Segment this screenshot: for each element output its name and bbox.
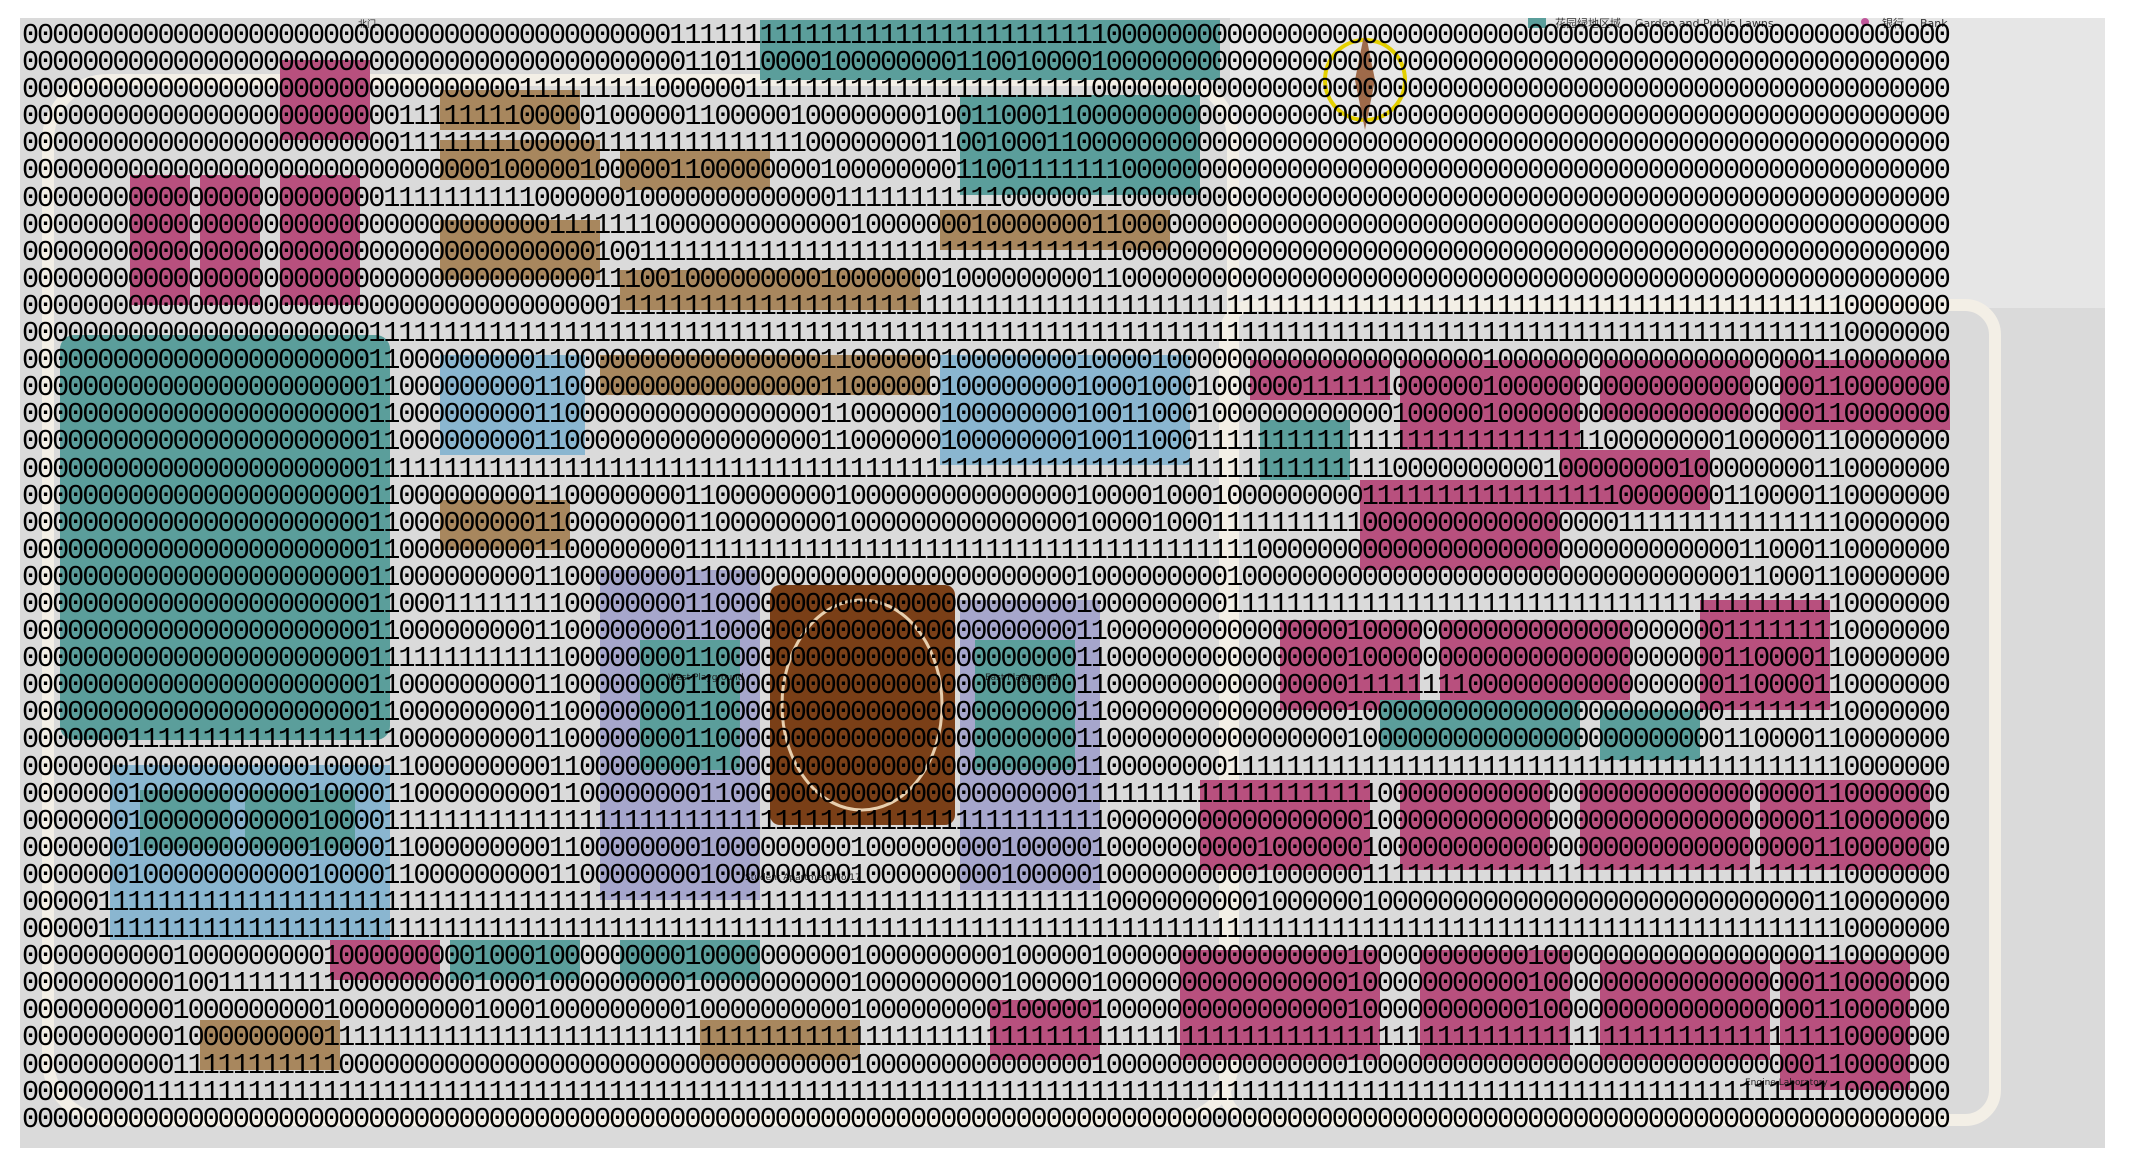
playground-green-1 [640,640,740,770]
south-green-2 [620,940,760,980]
north-tan-building-6 [940,210,1170,250]
stadium-track [780,598,944,812]
north-tan-building-4 [620,150,770,190]
north-tan-building-2 [440,140,600,180]
west-green-field [60,335,390,740]
south-tan-1 [200,1020,340,1070]
map-blank-area [1230,18,2105,308]
east-building-14 [1180,950,1380,1060]
legend-label-bank: 银行 [1882,16,1904,30]
north-gate-label: 北门 [358,18,376,30]
legend-label-garden-en: Garden and Public Lawns [1635,17,1774,30]
east-green-3 [1600,710,1700,760]
east-building-10 [1200,780,1370,870]
east-building-15 [1420,950,1570,1060]
north-green-block-2 [960,95,1200,195]
east-building-16 [1600,960,1770,1060]
east-building-7 [1280,620,1420,710]
south-green-1 [450,940,580,980]
east-building-13 [1760,780,1930,870]
legend-swatch-garden [1528,18,1546,28]
east-building-6 [1560,450,1710,510]
map-legend: 花园绿地区域 Garden and Public Lawns 银行 Bank [1528,16,1948,30]
east-building-12 [1580,780,1750,870]
west-lower-green [140,790,230,850]
stadium [770,585,955,825]
student-apartment-label: Student Apartment No.17 [745,873,861,883]
east-green-1 [1260,420,1350,480]
central-blue-building-2 [940,355,1190,465]
west-playground-label: West Playground [668,673,744,683]
nw-building-1 [130,175,190,305]
east-building-8 [1440,620,1630,700]
east-playground-label: East Playground [985,673,1058,683]
north-green-block [760,20,1220,80]
legend-label-bank-en: Bank [1920,17,1948,30]
east-building-1 [1250,360,1390,400]
east-building-2 [1400,360,1580,450]
south-magenta-2 [990,1000,1100,1060]
east-building-5 [1360,480,1560,570]
central-blue-building [440,355,585,455]
playground-green-2 [975,640,1075,770]
nw-building-4 [280,60,370,140]
south-tan-2 [700,1020,860,1060]
east-building-3 [1600,360,1750,420]
nw-building-3 [280,175,360,305]
east-green-2 [1380,700,1580,750]
central-tan-building [600,355,930,395]
legend-label-garden: 花园绿地区域 [1555,16,1621,30]
west-lower-green-2 [245,790,355,850]
east-building-17 [1780,960,1910,1090]
east-perimeter-road [1219,299,2001,1126]
south-magenta-1 [330,940,440,980]
east-building-11 [1400,780,1550,870]
engine-lab-label: Engine Laboratory [1745,1078,1828,1088]
nw-building-2 [200,175,260,305]
perimeter-road [42,74,1239,1126]
east-building-9 [1700,600,1830,710]
east-building-4 [1780,360,1950,430]
central-tan-building-2 [440,500,570,550]
north-tan-building-5 [620,270,920,310]
north-tan-building-3 [440,220,600,280]
north-tan-building-1 [440,90,580,130]
legend-swatch-bank [1861,18,1869,26]
compass-needle [1355,30,1375,130]
